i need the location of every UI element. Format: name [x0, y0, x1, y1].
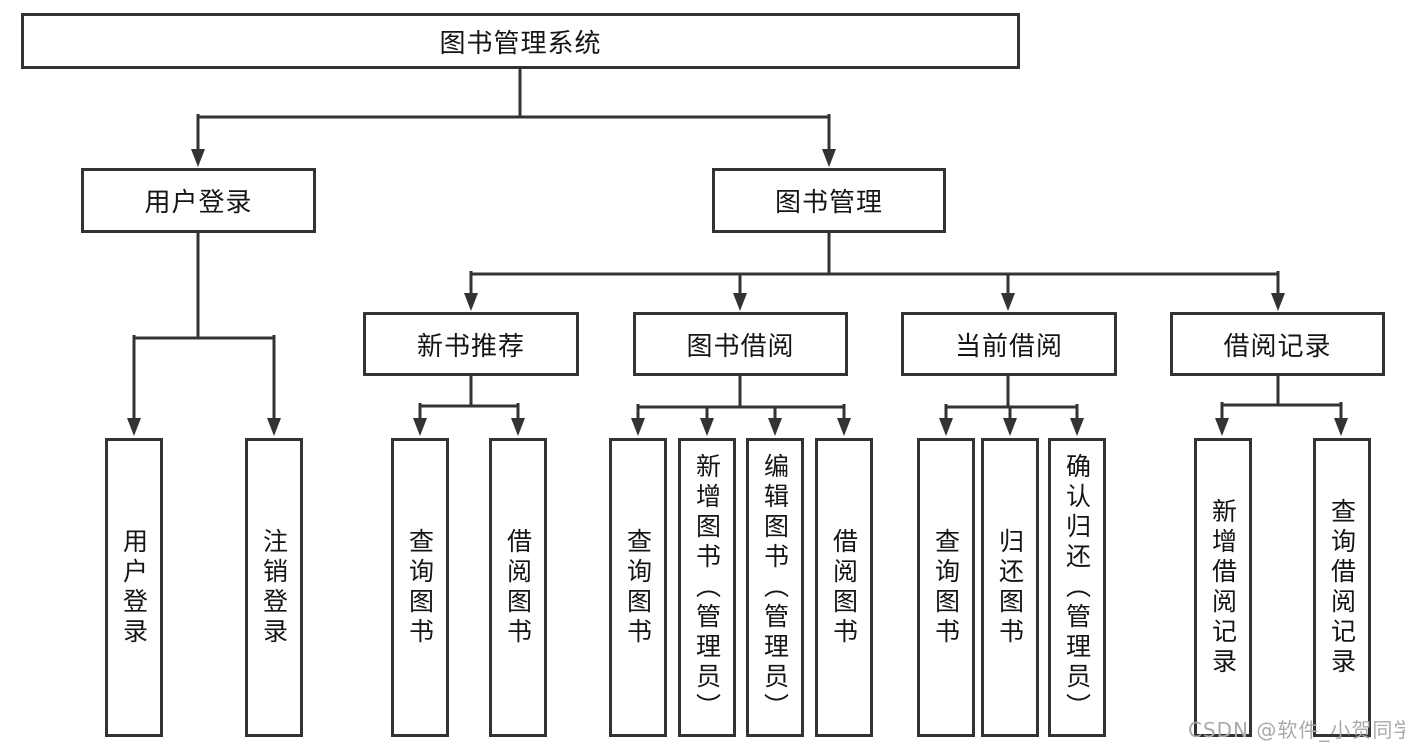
arrowhead — [939, 418, 953, 436]
node-root-label: 图书管理系统 — [439, 28, 602, 59]
node-current-borrow: 当前借阅 — [901, 312, 1117, 376]
arrowhead — [267, 418, 281, 436]
leaf-borrow-books: 借阅图书 — [815, 438, 873, 737]
node-current-borrow-label: 当前借阅 — [954, 331, 1063, 362]
node-root: 图书管理系统 — [21, 13, 1020, 69]
arrowhead — [837, 418, 851, 436]
leaf-user-login: 用户登录 — [105, 438, 163, 737]
leaf-add-borrow-record: 新增借阅记录 — [1194, 438, 1252, 737]
arrowhead — [1070, 418, 1084, 436]
leaf-user-login-label: 用户登录 — [119, 527, 149, 648]
arrowhead — [1215, 418, 1229, 436]
leaf-edit-books-admin: 编辑图书（管理员） — [746, 438, 804, 737]
node-book-management: 图书管理 — [712, 168, 946, 233]
arrowhead — [1003, 418, 1017, 436]
connector-borrow-to-leaves — [636, 374, 846, 423]
leaf-query-books-current-label: 查询图书 — [931, 527, 961, 648]
leaf-logout: 注销登录 — [245, 438, 303, 737]
node-user-login-label: 用户登录 — [144, 188, 253, 218]
leaf-query-books-borrow-label: 查询图书 — [623, 527, 653, 648]
arrowhead — [733, 293, 747, 311]
leaf-edit-books-admin-label: 编辑图书（管理员） — [760, 452, 790, 723]
arrowhead — [631, 418, 645, 436]
node-user-login: 用户登录 — [81, 168, 316, 233]
connector-mgmt-to-level3 — [469, 231, 1280, 298]
connector-login-to-leaves — [132, 231, 276, 423]
leaf-return-books: 归还图书 — [981, 438, 1039, 737]
connector-newbook-to-leaves — [418, 374, 520, 423]
arrowhead — [822, 149, 836, 167]
leaf-query-borrow-record-label: 查询借阅记录 — [1327, 497, 1357, 678]
connector-root-to-level2 — [196, 66, 831, 154]
arrowhead — [1271, 293, 1285, 311]
leaf-add-books-admin: 新增图书（管理员） — [678, 438, 736, 737]
leaf-borrow-books-label: 借阅图书 — [829, 527, 859, 648]
csdn-watermark: CSDN @软件_小贺同学 — [1188, 718, 1405, 742]
node-borrow-records-label: 借阅记录 — [1223, 331, 1332, 362]
leaf-query-borrow-record: 查询借阅记录 — [1313, 438, 1371, 737]
leaf-query-books-recommend: 查询图书 — [391, 438, 449, 737]
arrowhead — [413, 418, 427, 436]
leaf-logout-label: 注销登录 — [259, 527, 289, 648]
node-new-book-recommend: 新书推荐 — [363, 312, 579, 376]
leaf-query-books-borrow: 查询图书 — [609, 438, 667, 737]
arrowhead — [191, 149, 205, 167]
node-borrow-records: 借阅记录 — [1170, 312, 1385, 376]
leaf-confirm-return-admin-label: 确认归还（管理员） — [1062, 452, 1092, 723]
connector-current-to-leaves — [944, 374, 1079, 423]
arrowhead — [511, 418, 525, 436]
leaf-borrow-books-recommend-label: 借阅图书 — [503, 527, 533, 648]
node-book-borrow: 图书借阅 — [633, 312, 848, 376]
arrowhead — [1001, 293, 1015, 311]
leaf-query-books-current: 查询图书 — [917, 438, 975, 737]
leaf-return-books-label: 归还图书 — [995, 527, 1025, 648]
node-book-borrow-label: 图书借阅 — [686, 331, 795, 362]
arrowhead — [768, 418, 782, 436]
node-book-management-label: 图书管理 — [774, 188, 883, 218]
arrowhead — [464, 293, 478, 311]
connector-records-to-leaves — [1220, 374, 1343, 423]
arrowhead — [1334, 418, 1348, 436]
leaf-add-borrow-record-label: 新增借阅记录 — [1208, 497, 1238, 678]
arrowhead — [700, 418, 714, 436]
leaf-borrow-books-recommend: 借阅图书 — [489, 438, 547, 737]
arrowhead — [127, 418, 141, 436]
leaf-add-books-admin-label: 新增图书（管理员） — [692, 452, 722, 723]
leaf-confirm-return-admin: 确认归还（管理员） — [1048, 438, 1106, 737]
node-new-book-recommend-label: 新书推荐 — [416, 331, 525, 362]
leaf-query-books-recommend-label: 查询图书 — [405, 527, 435, 648]
